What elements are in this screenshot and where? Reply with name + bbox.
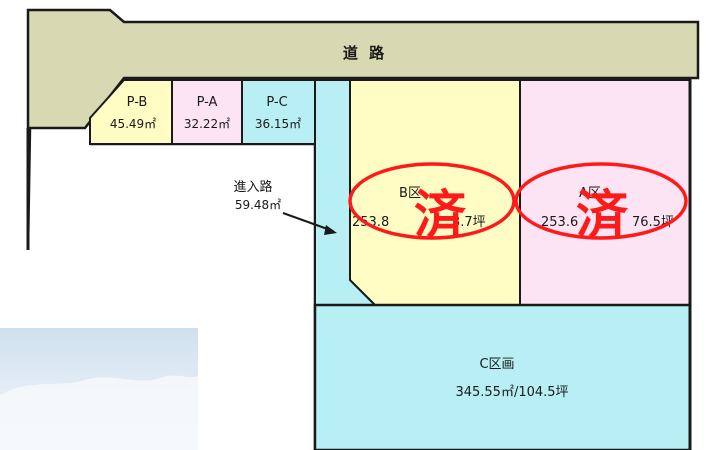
- parking-pa-area: 32.22㎡: [184, 117, 230, 131]
- parking-pc-name: P-C: [266, 95, 287, 110]
- lot-b-area-tail: 3.7坪: [452, 215, 486, 230]
- parking-pc: [241, 79, 316, 145]
- access-road-arrowhead: [324, 225, 337, 235]
- sold-mark-b: 済: [414, 186, 467, 246]
- lot-c: [313, 303, 692, 450]
- access-road-name: 進入路: [233, 179, 272, 195]
- parking-pb-name: P-B: [127, 95, 148, 110]
- parking-pb-area: 45.49㎡: [110, 117, 156, 131]
- parking-pb: [89, 79, 173, 145]
- sold-ring-b: [348, 162, 516, 240]
- lot-b-name: B区: [399, 186, 421, 201]
- blank-area: [0, 250, 90, 330]
- access-road-arrow: [282, 212, 334, 232]
- road-label: 道 路: [343, 44, 387, 62]
- lot-a: [519, 79, 691, 306]
- lot-c-area: 345.55㎡/104.5坪: [455, 385, 568, 400]
- lot-a-name: A区: [579, 186, 601, 201]
- parking-pc-area: 36.15㎡: [255, 117, 301, 131]
- cloud-shape: [0, 375, 198, 450]
- access-road-area-label: 59.48㎡: [235, 198, 281, 212]
- lot-c-name: C区画: [479, 357, 514, 372]
- sold-mark-a: 済: [576, 186, 629, 246]
- sold-ring-a: [514, 162, 688, 240]
- lot-a-area: 253.6: [541, 215, 578, 230]
- parking-pa: [171, 79, 243, 145]
- parking-pa-name: P-A: [197, 95, 218, 110]
